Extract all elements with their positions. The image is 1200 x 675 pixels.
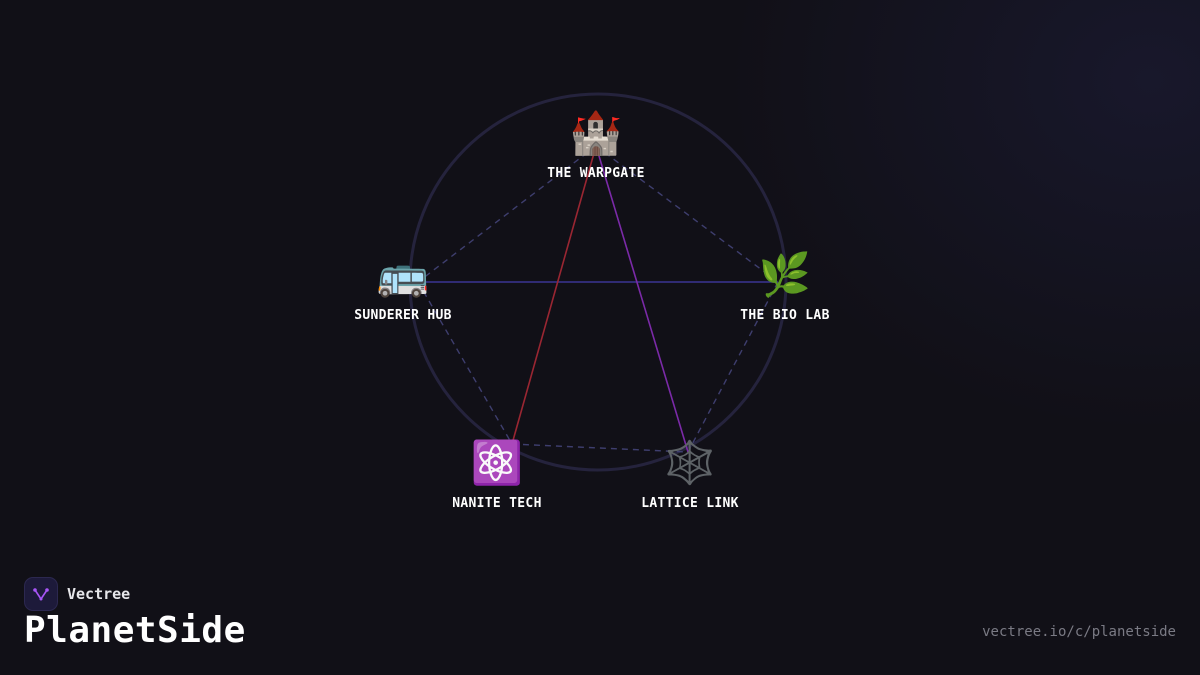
node-label: THE WARPGATE <box>547 166 645 181</box>
node-label: LATTICE LINK <box>641 496 739 511</box>
edge-warpgate-sunderer <box>417 145 597 283</box>
edge-nanite-lattice <box>511 443 689 453</box>
edge-sunderer-nanite <box>417 281 513 445</box>
edge-warpgate-nanite <box>511 145 597 445</box>
orbit-ring <box>408 92 788 472</box>
node-nanite-tech[interactable]: ⚛️ NANITE TECH <box>407 438 587 511</box>
page-title: PlanetSide <box>24 610 246 651</box>
node-the-warpgate[interactable]: 🏰 THE WARPGATE <box>506 108 686 181</box>
atom-icon: ⚛️ <box>470 438 524 487</box>
node-label: THE BIO LAB <box>740 308 830 323</box>
spider-web-icon: 🕸️ <box>663 438 717 487</box>
brand[interactable]: Vectree <box>24 577 130 611</box>
herb-icon: 🌿 <box>758 250 812 299</box>
node-label: NANITE TECH <box>452 496 542 511</box>
edge-warpgate-biolab <box>595 145 779 283</box>
node-the-bio-lab[interactable]: 🌿 THE BIO LAB <box>695 250 875 323</box>
diagram-edges <box>417 145 779 453</box>
node-sunderer-hub[interactable]: 🚌 SUNDERER HUB <box>313 250 493 323</box>
node-lattice-link[interactable]: 🕸️ LATTICE LINK <box>600 438 780 511</box>
edge-warpgate-lattice <box>595 145 689 453</box>
vectree-logo-icon <box>24 577 58 611</box>
page-url[interactable]: vectree.io/c/planetside <box>982 624 1176 640</box>
bus-icon: 🚌 <box>376 250 430 299</box>
node-label: SUNDERER HUB <box>354 308 452 323</box>
brand-name: Vectree <box>67 585 131 603</box>
castle-icon: 🏰 <box>569 108 623 157</box>
